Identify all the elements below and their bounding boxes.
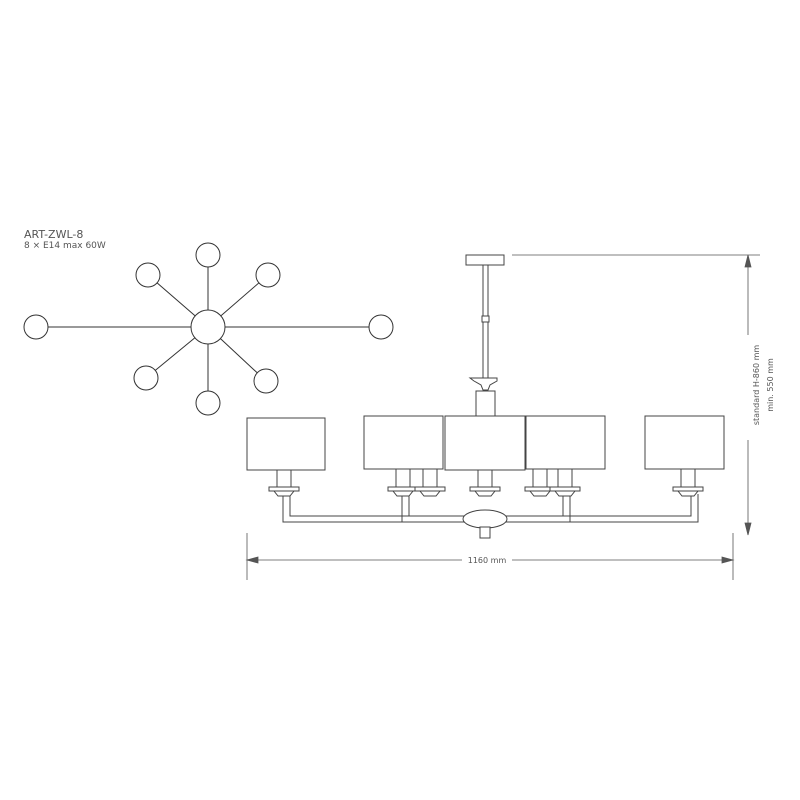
center-hub [462,509,508,529]
product-code: ART-ZWL-8 [24,228,84,241]
height-standard-label: standard H-860 mm [752,345,761,426]
dimension-lines [245,254,760,580]
candle [469,467,501,497]
lamp-shade [246,417,326,471]
bulb-circle [253,368,279,394]
bulb-circle [255,262,281,288]
bulb-circle [23,314,49,340]
candle [524,467,556,497]
cup [468,377,498,391]
side-view [246,254,725,539]
hub-circle [190,309,226,345]
bulb-circle [195,390,221,416]
lamp-shade [444,415,526,471]
product-spec: 8 × E14 max 60W [24,241,106,251]
rod-joint [481,315,490,323]
bulb-circle [135,262,161,288]
candle [387,467,419,497]
finial [479,526,491,539]
lamp-shade [644,415,725,470]
ceiling-plate [465,254,505,266]
candle [549,467,581,497]
candle [268,467,300,497]
lamp-shade [525,415,606,470]
bulb-circle [368,314,394,340]
height-min-label: min. 550 mm [766,358,775,412]
candle [414,467,446,497]
lamp-shade [363,415,444,470]
bulb-circle [133,365,159,391]
bulb-circle [195,242,221,268]
candle [672,467,704,497]
center-body [475,390,496,417]
top-view [23,242,394,416]
width-label: 1160 mm [468,556,507,565]
